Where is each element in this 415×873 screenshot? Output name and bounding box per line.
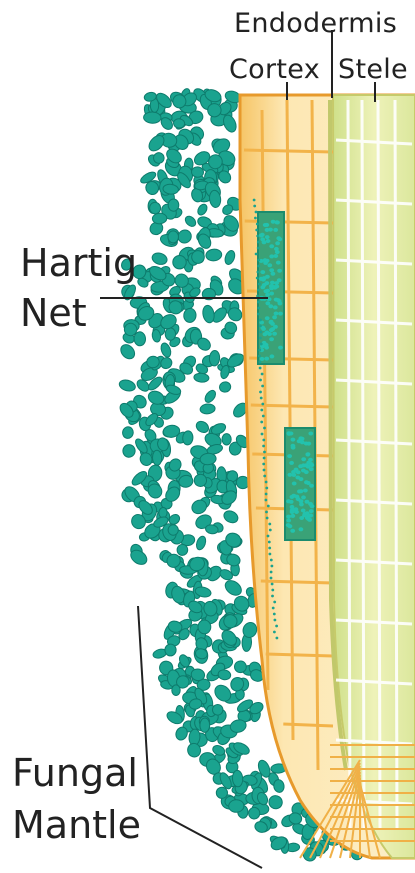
fungal-cell [232, 770, 243, 787]
root-tissue [240, 95, 415, 858]
label-hartig-net-line2: Net [20, 294, 87, 332]
label-hartig-net-line1: Hartig [20, 244, 137, 282]
fungal-cell [200, 403, 216, 414]
fungal-cell [218, 381, 231, 394]
fungal-cell [143, 112, 161, 124]
label-cortex: Cortex [229, 56, 320, 83]
fungal-cell [191, 166, 204, 177]
fungal-cell [222, 434, 231, 445]
fungal-cell [152, 450, 162, 465]
fungal-cell [122, 444, 136, 459]
label-stele: Stele [338, 56, 408, 83]
fungal-cell [222, 578, 244, 599]
fungal-cell [200, 718, 210, 733]
fungal-cell [177, 544, 188, 556]
fungal-cell [196, 203, 209, 217]
fungal-cell [223, 249, 236, 266]
fungal-cell [216, 787, 228, 799]
fungal-cell [165, 644, 176, 656]
fungal-cell [151, 251, 169, 266]
fungal-cell [152, 213, 167, 225]
fungal-cell [122, 426, 134, 439]
label-fungal-mantle-line1: Fungal [12, 754, 138, 792]
fungal-cell [168, 231, 179, 243]
fungal-cell [248, 807, 260, 820]
fungal-cell [168, 199, 179, 211]
fungal-cell [228, 799, 244, 812]
fungal-cell [209, 350, 220, 366]
fungal-cell [194, 419, 210, 435]
fungal-cell [165, 328, 176, 341]
fungal-cell [195, 535, 208, 551]
fungal-cell [168, 525, 178, 535]
fungal-cell [205, 248, 222, 261]
fungal-cell [194, 373, 210, 383]
label-fungal-mantle-line2: Mantle [12, 806, 141, 844]
fungal-cell [159, 507, 168, 518]
fungal-cell [198, 620, 212, 634]
fungal-cell [183, 214, 197, 228]
fungal-cell [172, 685, 180, 696]
fungal-cell [222, 509, 240, 525]
fungal-cell [183, 308, 196, 323]
fungal-cell [118, 378, 137, 393]
fungal-cell [118, 342, 137, 362]
fungal-cell [203, 389, 218, 405]
fungal-cell [172, 255, 187, 270]
label-endodermis: Endodermis [234, 10, 397, 37]
